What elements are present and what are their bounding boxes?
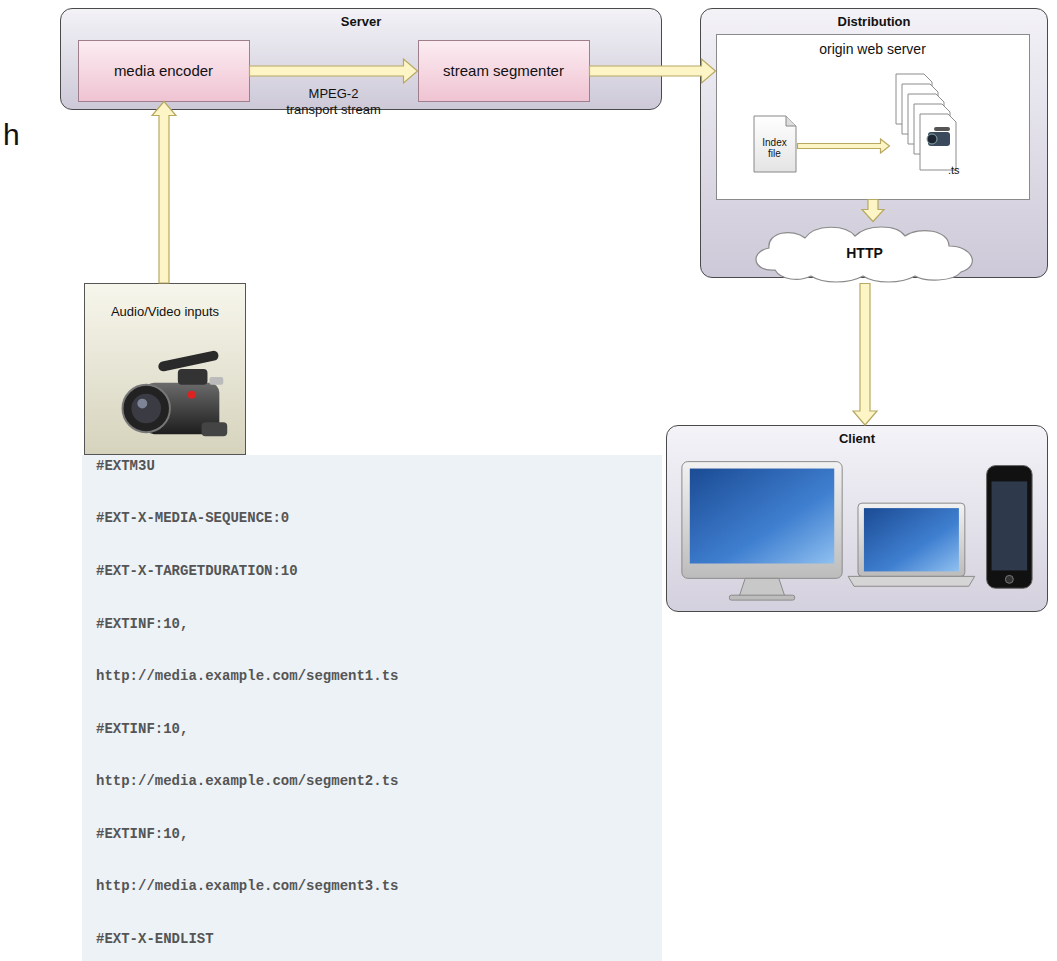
phone xyxy=(987,466,1033,589)
laptop xyxy=(848,503,975,586)
node-label: media encoder xyxy=(114,62,213,79)
cut-off-letter: h xyxy=(3,118,20,152)
playlist-line: http://media.example.com/segment3.ts xyxy=(96,878,398,894)
playlist-line: #EXTINF:10, xyxy=(96,826,188,842)
node-label: Index file xyxy=(755,137,795,159)
node-label: Audio/Video inputs xyxy=(111,304,219,320)
index-file-icon: Index file xyxy=(752,114,798,174)
panel-heading: Distribution xyxy=(838,14,911,29)
web-server-box: origin web server Index file .ts xyxy=(716,34,1030,200)
client-panel: Client xyxy=(666,425,1048,612)
desktop-monitor xyxy=(682,462,842,601)
network-cloud: HTTP xyxy=(745,222,985,284)
flow-arrow xyxy=(590,59,716,83)
camera-glyph xyxy=(927,127,950,146)
panel-heading: Client xyxy=(839,431,875,446)
process-box: media encoder xyxy=(78,40,250,102)
client-devices xyxy=(667,426,1047,611)
flow-arrow xyxy=(152,102,176,284)
edge-label: MPEG-2 transport stream xyxy=(285,86,383,117)
node-label: stream segmenter xyxy=(443,62,564,79)
server-panel: Server media encoder stream segmenter xyxy=(60,8,662,110)
playlist-line: #EXT-X-MEDIA-SEQUENCE:0 xyxy=(96,510,289,526)
flow-arrow xyxy=(250,59,418,83)
process-box: stream segmenter xyxy=(418,40,590,102)
segment-files-icon: .ts xyxy=(890,72,966,182)
playlist-line: #EXT-X-ENDLIST xyxy=(96,931,214,947)
input-box: Audio/Video inputs xyxy=(84,283,246,455)
panel-heading: Server xyxy=(341,14,381,29)
playlist-line: http://media.example.com/segment2.ts xyxy=(96,773,398,789)
flow-arrow xyxy=(853,284,877,426)
playlist-line: http://media.example.com/segment1.ts xyxy=(96,668,398,684)
node-label: .ts xyxy=(948,164,960,176)
playlist-line: #EXTM3U xyxy=(96,458,155,474)
flow-arrow xyxy=(862,200,884,222)
playlist-line: #EXT-X-TARGETDURATION:10 xyxy=(96,563,298,579)
node-label: origin web server xyxy=(819,41,926,57)
playlist-line: #EXTINF:10, xyxy=(96,721,188,737)
flow-arrow xyxy=(798,139,890,153)
node-label: HTTP xyxy=(846,245,883,261)
code-panel xyxy=(82,455,662,961)
playlist-line: #EXTINF:10, xyxy=(96,616,188,632)
distribution-panel: Distribution origin web server Index file… xyxy=(700,8,1048,278)
